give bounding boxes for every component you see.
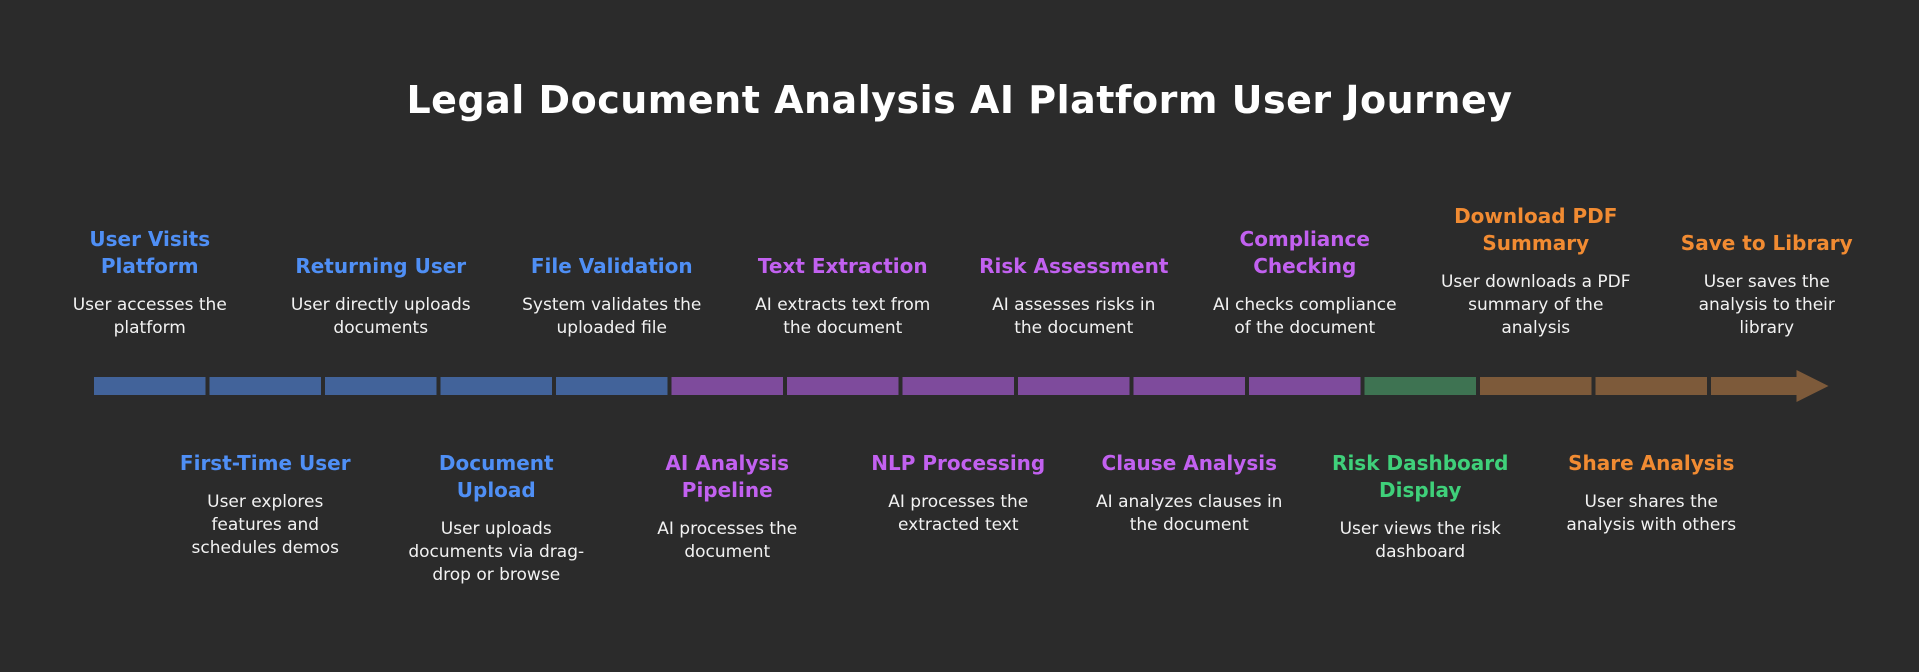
timeline-segment bbox=[671, 377, 783, 395]
step-title: Download PDF Summary bbox=[1454, 204, 1618, 255]
step-title: Risk Dashboard Display bbox=[1332, 451, 1509, 502]
step-description: AI processes the document bbox=[657, 519, 798, 562]
step-description: User uploads documents via drag-drop or … bbox=[408, 519, 585, 585]
timeline-segment bbox=[440, 377, 552, 395]
journey-step: Clause Analysis AI analyzes clauses in th… bbox=[1094, 450, 1284, 537]
step-title: Risk Assessment bbox=[979, 254, 1169, 278]
timeline-segment bbox=[1480, 377, 1592, 395]
step-description: AI checks compliance of the document bbox=[1212, 295, 1397, 338]
step-description: System validates the uploaded file bbox=[522, 295, 702, 338]
step-title: Clause Analysis bbox=[1101, 451, 1277, 475]
step-title: Share Analysis bbox=[1568, 451, 1735, 475]
step-title: First-Time User bbox=[179, 451, 351, 475]
step-title: NLP Processing bbox=[871, 451, 1046, 475]
step-title: Save to Library bbox=[1680, 231, 1853, 255]
timeline-segment bbox=[1133, 377, 1245, 395]
step-title: Document Upload bbox=[438, 451, 554, 502]
page-title: Legal Document Analysis AI Platform User… bbox=[406, 78, 1513, 122]
step-description: User directly uploads documents bbox=[290, 295, 471, 338]
journey-step: Text Extraction AI extracts text from the… bbox=[748, 253, 938, 340]
timeline-segment bbox=[902, 377, 1014, 395]
step-description: User accesses the platform bbox=[72, 295, 227, 338]
step-title: AI Analysis Pipeline bbox=[665, 451, 790, 502]
step-title: File Validation bbox=[530, 254, 693, 278]
timeline-segment bbox=[94, 377, 206, 395]
step-description: AI analyzes clauses in the document bbox=[1096, 492, 1283, 535]
journey-step: Compliance Checking AI checks compliance … bbox=[1210, 226, 1400, 340]
timeline-arrow-segment bbox=[1711, 370, 1829, 402]
timeline-segment bbox=[1364, 377, 1476, 395]
step-description: User views the risk dashboard bbox=[1339, 519, 1501, 562]
step-description: User shares the analysis with others bbox=[1566, 492, 1737, 535]
step-description: User saves the analysis to their library bbox=[1698, 272, 1835, 338]
timeline-segment bbox=[209, 377, 321, 395]
timeline-segment bbox=[325, 377, 437, 395]
step-description: AI extracts text from the document bbox=[755, 295, 931, 338]
step-description: AI assesses risks in the document bbox=[992, 295, 1156, 338]
step-title: User Visits Platform bbox=[89, 227, 211, 278]
timeline-segment bbox=[1018, 377, 1130, 395]
step-title: Text Extraction bbox=[757, 254, 928, 278]
step-description: User explores features and schedules dem… bbox=[191, 492, 339, 558]
timeline-segment bbox=[1595, 377, 1707, 395]
journey-step: AI Analysis Pipeline AI processes the doc… bbox=[632, 450, 822, 564]
journey-step: NLP Processing AI processes the extracted… bbox=[863, 450, 1053, 537]
timeline-segment bbox=[556, 377, 668, 395]
step-description: User downloads a PDF summary of the anal… bbox=[1440, 272, 1631, 338]
journey-step: Risk Assessment AI assesses risks in the … bbox=[979, 253, 1169, 340]
step-description: AI processes the extracted text bbox=[888, 492, 1029, 535]
timeline-segment bbox=[787, 377, 899, 395]
step-title: Compliance Checking bbox=[1239, 227, 1370, 278]
timeline-segment bbox=[1249, 377, 1361, 395]
step-title: Returning User bbox=[295, 254, 467, 278]
